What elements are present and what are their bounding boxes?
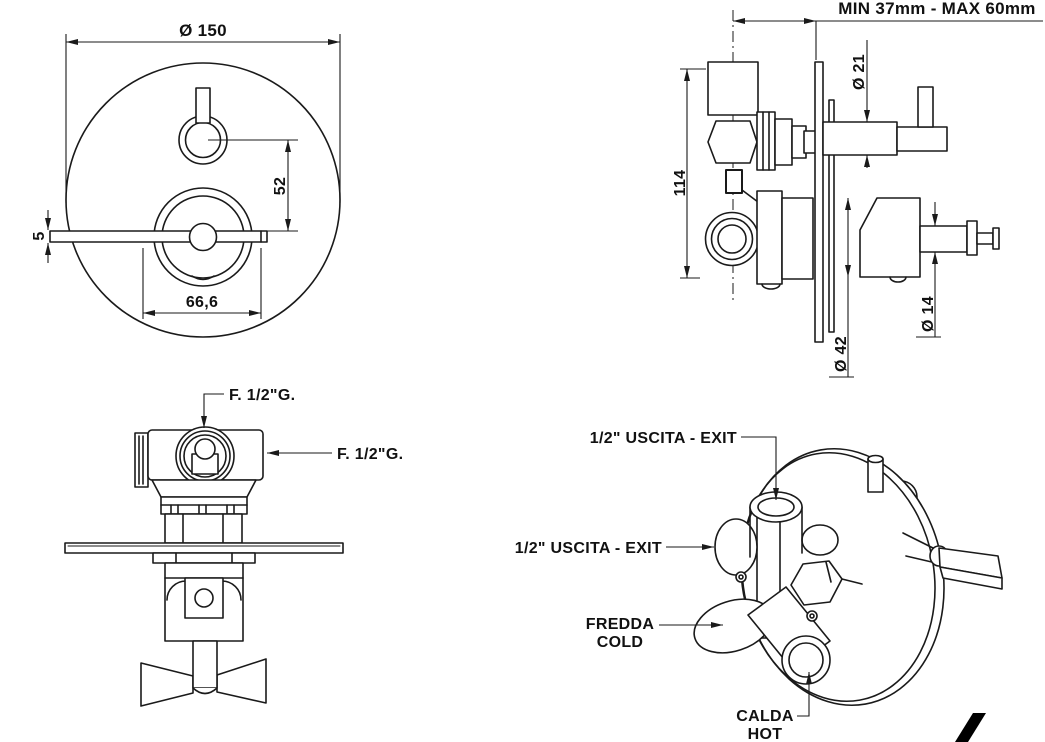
bottom-view-labels: F. 1/2"G. F. 1/2"G. [201, 387, 403, 463]
label-outlet-top: 1/2" USCITA - EXIT [590, 430, 737, 447]
front-view: Ø 150 52 5 66,6 [31, 21, 341, 338]
dim-plate-diameter: Ø 150 [179, 21, 227, 40]
dim-depth-range: MIN 37mm - MAX 60mm [838, 0, 1035, 18]
label-cold-line2: COLD [597, 634, 644, 651]
dim-trim-diameter: Ø 42 [833, 336, 850, 372]
label-cold-line1: FREDDA [586, 616, 655, 633]
dim-lever-thickness: 5 [31, 231, 48, 240]
front-view-linework [49, 62, 341, 338]
dim-body-height: 114 [672, 170, 689, 197]
bottom-view: F. 1/2"G. F. 1/2"G. [64, 387, 403, 707]
perspective-view-labels: 1/2" USCITA - EXIT 1/2" USCITA - EXIT FR… [515, 430, 812, 742]
logo-fragment [955, 713, 986, 742]
dim-stem-diameter: Ø 14 [920, 296, 937, 332]
side-view-dimensions: MIN 37mm - MAX 60mm 114 Ø 21 Ø 42 Ø 14 [672, 0, 1043, 378]
label-inlet-right: F. 1/2"G. [337, 446, 403, 463]
bottom-view-linework [64, 426, 344, 707]
label-hot-line1: CALDA [736, 708, 794, 725]
dim-spindle-diameter: Ø 21 [851, 54, 868, 90]
perspective-view: 1/2" USCITA - EXIT 1/2" USCITA - EXIT FR… [515, 430, 1003, 742]
perspective-view-linework [693, 447, 1003, 707]
side-view-linework [704, 10, 1000, 343]
label-outlet-left: 1/2" USCITA - EXIT [515, 540, 662, 557]
label-inlet-top: F. 1/2"G. [229, 387, 295, 404]
dim-knob-center-distance: 52 [272, 177, 289, 195]
label-hot-line2: HOT [748, 726, 783, 742]
front-view-dimensions: Ø 150 52 5 66,6 [31, 21, 341, 319]
dim-handle-width: 66,6 [186, 294, 218, 311]
side-view: MIN 37mm - MAX 60mm 114 Ø 21 Ø 42 Ø 14 [672, 0, 1043, 378]
